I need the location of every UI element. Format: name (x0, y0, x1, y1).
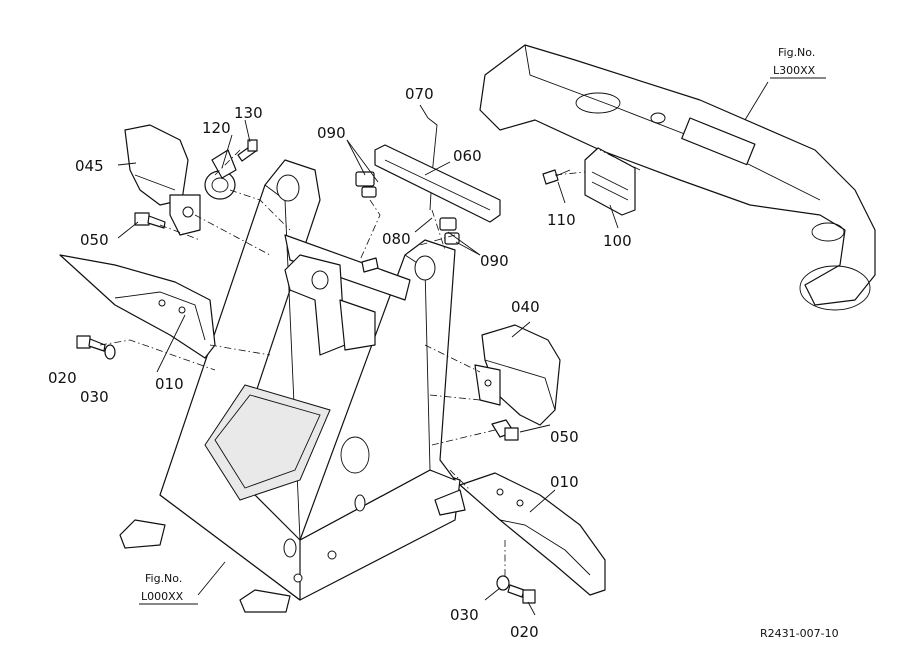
figure-ref-top-right: Fig.No. L300XX (770, 46, 826, 79)
bolt-130 (237, 139, 258, 162)
bolt-020-left (76, 335, 106, 352)
main-frame (119, 159, 466, 613)
callout-070: 070 (405, 85, 434, 103)
figure-ref-bottom-left-line2: L000XX (141, 590, 184, 603)
callout-040: 040 (511, 298, 540, 316)
callout-020-left: 020 (48, 369, 77, 387)
callout-010-right: 010 (550, 473, 579, 491)
callout-030-right: 030 (450, 606, 479, 624)
bolt-050-right (491, 419, 519, 441)
bolt-050-left (134, 212, 166, 229)
assembly-center-lines (99, 149, 641, 578)
bracket-080 (361, 257, 379, 273)
callout-080: 080 (382, 230, 411, 248)
callout-120: 120 (202, 119, 231, 137)
plate-060 (374, 144, 501, 223)
plate-100 (584, 147, 636, 216)
callout-050-left: 050 (80, 231, 109, 249)
washer-030-left (104, 344, 116, 360)
leader-lines (117, 81, 769, 616)
washer-030-right (496, 575, 510, 591)
callout-090-top: 090 (317, 124, 346, 142)
bolt-020-right (507, 584, 536, 604)
callout-020-right: 020 (510, 623, 539, 641)
boom-arm-assembly (479, 44, 876, 311)
callout-090-bottom: 090 (480, 252, 509, 270)
callout-045: 045 (75, 157, 104, 175)
clip-090-top (355, 171, 377, 198)
drawing-code: R2431-007-10 (760, 627, 839, 640)
figure-ref-top-right-line2: L300XX (773, 64, 816, 77)
callout-130: 130 (234, 104, 263, 122)
pulley-120 (204, 149, 237, 200)
figure-ref-bottom-left: Fig.No. L000XX (139, 572, 198, 605)
callout-060: 060 (453, 147, 482, 165)
callout-100: 100 (603, 232, 632, 250)
figure-ref-top-right-line1: Fig.No. (778, 46, 815, 59)
callout-010-left: 010 (155, 375, 184, 393)
clip-090-bottom (439, 217, 460, 245)
callout-050-right: 050 (550, 428, 579, 446)
right-side-guard-010 (459, 472, 606, 596)
figure-ref-bottom-left-line1: Fig.No. (145, 572, 182, 585)
right-bracket-040 (474, 324, 561, 426)
callout-030-left: 030 (80, 388, 109, 406)
rod-070 (427, 117, 438, 211)
callout-110: 110 (547, 211, 576, 229)
left-bracket-045 (124, 124, 201, 236)
bolt-110 (542, 169, 571, 185)
